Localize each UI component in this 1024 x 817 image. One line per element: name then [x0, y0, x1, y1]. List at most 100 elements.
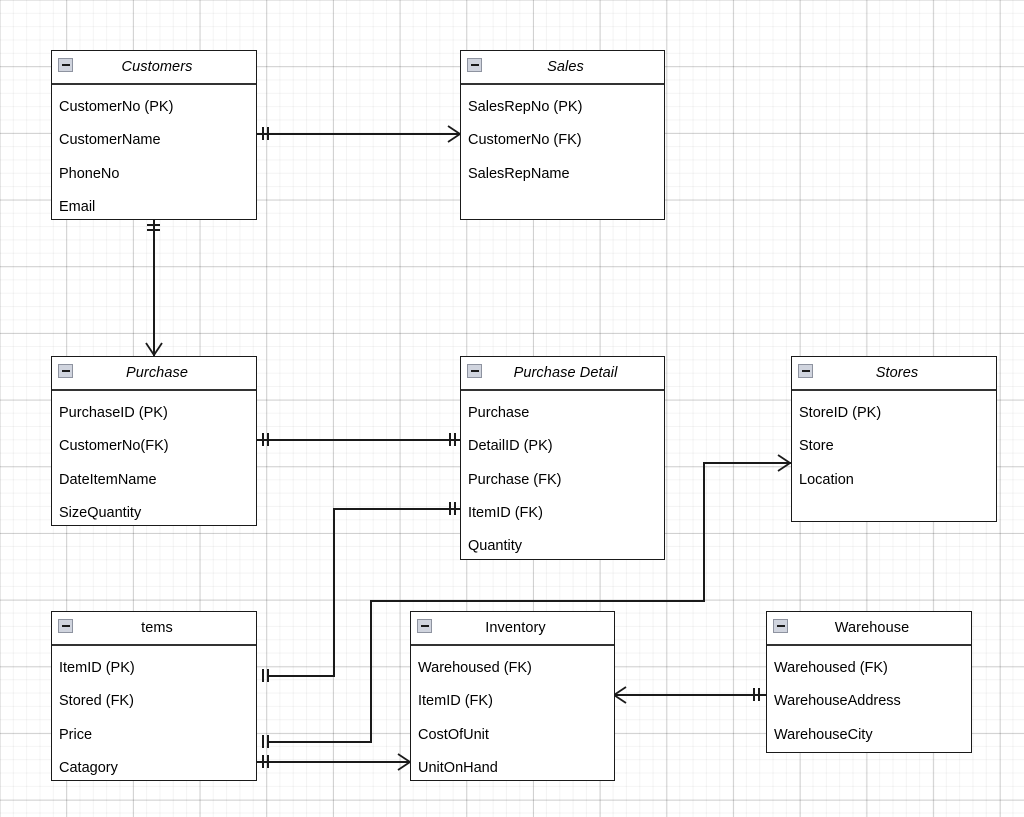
field-row: WarehouseAddress [774, 693, 901, 710]
entity-body-customers: CustomerNo (PK) CustomerName PhoneNo Ema… [52, 85, 256, 224]
field-row: PhoneNo [59, 165, 120, 182]
field-row: Catagory [59, 759, 118, 776]
cardinality-one-items-pd-b [267, 669, 269, 682]
minus-box-icon[interactable] [773, 619, 788, 633]
entity-purchase[interactable]: Purchase PurchaseID (PK) CustomerNo(FK) … [51, 356, 257, 526]
field-row: CostOfUnit [418, 726, 489, 743]
minus-box-icon[interactable] [467, 58, 482, 72]
entity-title-purchase: Purchase [125, 365, 189, 381]
entity-title-warehouse: Warehouse [834, 620, 910, 636]
field-row: ItemID (FK) [418, 693, 493, 710]
cardinality-one-pd-items-a [449, 502, 451, 515]
connector-inventory-warehouse [614, 694, 766, 696]
cardinality-one-purchase-b [267, 433, 269, 446]
field-row: SalesRepName [468, 165, 570, 182]
cardinality-one-customers-sales-b [267, 127, 269, 140]
entity-title-items: tems [141, 620, 173, 636]
entity-title-sales: Sales [547, 59, 584, 75]
minus-box-icon[interactable] [58, 364, 73, 378]
entity-title-customers: Customers [121, 59, 193, 75]
cardinality-one-items-stores-b [267, 735, 269, 748]
connector-items-stores-seg2 [370, 601, 372, 742]
connector-customers-sales [257, 133, 460, 135]
cardinality-many-stores [777, 454, 791, 472]
minus-box-icon[interactable] [58, 58, 73, 72]
entity-header-customers: Customers [52, 51, 256, 85]
entity-body-items: ItemID (PK) Stored (FK) Price Catagory [52, 646, 256, 785]
field-row: StoreID (PK) [799, 405, 882, 421]
cardinality-one-purchasedetail-a [449, 433, 451, 446]
entity-stores[interactable]: Stores StoreID (PK) Store Location [791, 356, 997, 522]
field-row: UnitOnHand [418, 759, 498, 776]
entity-body-sales: SalesRepNo (PK) CustomerNo (FK) SalesRep… [461, 85, 664, 191]
entity-body-inventory: Warehoused (FK) ItemID (FK) CostOfUnit U… [411, 646, 614, 785]
cardinality-one-purchasedetail-b [454, 433, 456, 446]
field-row: Email [59, 198, 96, 215]
cardinality-one-items-pd-a [262, 669, 264, 682]
entity-header-items: tems [52, 612, 256, 646]
entity-inventory[interactable]: Inventory Warehoused (FK) ItemID (FK) Co… [410, 611, 615, 781]
minus-box-icon[interactable] [417, 619, 432, 633]
field-row: ItemID (FK) [468, 504, 543, 521]
connector-purchase-purchasedetail [257, 439, 460, 441]
cardinality-many-inventory [397, 753, 411, 771]
field-row: DateItemName [59, 471, 157, 488]
field-row: CustomerNo(FK) [59, 438, 169, 455]
field-row: CustomerNo (PK) [59, 99, 174, 115]
field-row: Warehoused (FK) [774, 660, 888, 676]
entity-header-purchase-detail: Purchase Detail [461, 357, 664, 391]
connector-items-stores-seg5 [703, 462, 791, 464]
connector-items-stores-seg3 [370, 600, 705, 602]
field-row: WarehouseCity [774, 726, 873, 743]
entity-body-stores: StoreID (PK) Store Location [792, 391, 996, 497]
field-row: Stored (FK) [59, 693, 134, 710]
field-row: Location [799, 471, 854, 488]
field-row: PurchaseID (PK) [59, 405, 168, 421]
cardinality-one-pd-items-b [454, 502, 456, 515]
entity-title-inventory: Inventory [485, 620, 546, 636]
field-row: Quantity [468, 538, 522, 555]
minus-box-icon[interactable] [58, 619, 73, 633]
connector-items-purchasedetail-seg2 [333, 508, 335, 676]
field-row: Purchase [468, 405, 530, 421]
cardinality-many-purchase [145, 342, 163, 356]
cardinality-one-items-stores-a [262, 735, 264, 748]
entity-items[interactable]: tems ItemID (PK) Stored (FK) Price Catag… [51, 611, 257, 781]
connector-items-inventory [257, 761, 410, 763]
field-row: CustomerNo (FK) [468, 132, 582, 149]
entity-warehouse[interactable]: Warehouse Warehoused (FK) WarehouseAddre… [766, 611, 972, 753]
connector-items-stores-seg1 [269, 741, 372, 743]
field-row: CustomerName [59, 132, 161, 149]
field-row: SizeQuantity [59, 504, 142, 521]
cardinality-one-warehouse-a [753, 688, 755, 701]
entity-body-purchase-detail: Purchase DetailID (PK) Purchase (FK) Ite… [461, 391, 664, 563]
connector-items-purchasedetail-seg3 [333, 508, 460, 510]
cardinality-one-customers-purchase-b [147, 229, 160, 231]
field-row: Purchase (FK) [468, 471, 562, 488]
minus-box-icon[interactable] [798, 364, 813, 378]
connector-customers-purchase [153, 220, 155, 356]
cardinality-one-customers-sales-a [262, 127, 264, 140]
field-row: ItemID (PK) [59, 660, 135, 676]
entity-purchase-detail[interactable]: Purchase Detail Purchase DetailID (PK) P… [460, 356, 665, 560]
connector-items-purchasedetail-seg1 [269, 675, 335, 677]
entity-header-inventory: Inventory [411, 612, 614, 646]
entity-title-purchase-detail: Purchase Detail [513, 365, 618, 381]
entity-header-sales: Sales [461, 51, 664, 85]
field-row: DetailID (PK) [468, 438, 553, 455]
cardinality-many-inventory-warehouse [613, 686, 627, 704]
entity-header-stores: Stores [792, 357, 996, 391]
field-row: Warehoused (FK) [418, 660, 532, 676]
cardinality-one-purchase-a [262, 433, 264, 446]
minus-box-icon[interactable] [467, 364, 482, 378]
entity-header-warehouse: Warehouse [767, 612, 971, 646]
field-row: SalesRepNo (PK) [468, 99, 583, 115]
entity-body-purchase: PurchaseID (PK) CustomerNo(FK) DateItemN… [52, 391, 256, 530]
entity-sales[interactable]: Sales SalesRepNo (PK) CustomerNo (FK) Sa… [460, 50, 665, 220]
field-row: Store [799, 438, 834, 455]
cardinality-one-warehouse-b [758, 688, 760, 701]
cardinality-many-sales [447, 125, 461, 143]
cardinality-one-customers-purchase-a [147, 224, 160, 226]
entity-customers[interactable]: Customers CustomerNo (PK) CustomerName P… [51, 50, 257, 220]
